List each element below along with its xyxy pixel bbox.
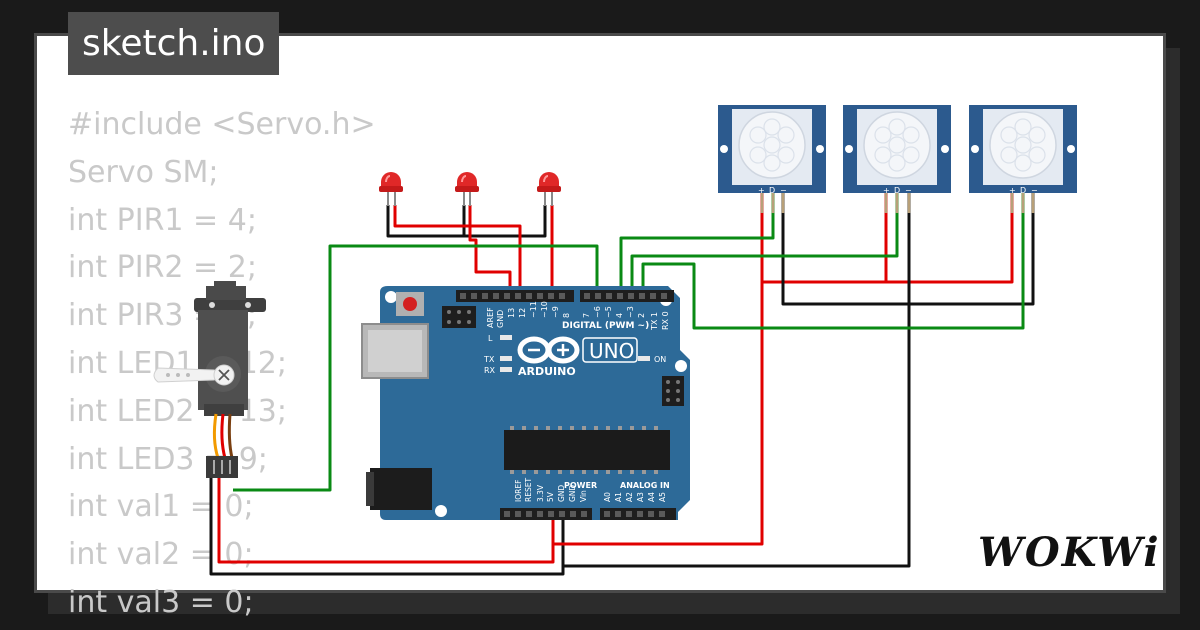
pin-label: 2 xyxy=(637,313,646,318)
uno-badge xyxy=(582,337,638,363)
pir-pin-label: + xyxy=(883,186,890,195)
tx-label: TX xyxy=(483,355,495,364)
pin-label: AREF xyxy=(486,307,495,328)
pir-pin-label: + xyxy=(1009,186,1016,195)
pin-label: 12 xyxy=(518,308,527,318)
l-label: L xyxy=(488,334,493,343)
pir-pin-label: − xyxy=(1031,186,1038,195)
servo-motor[interactable] xyxy=(153,281,266,478)
pin-label: ~5 xyxy=(604,306,613,318)
pir-pin-label: − xyxy=(905,186,912,195)
pin-label: A5 xyxy=(658,492,667,502)
wire-pir3-vcc xyxy=(886,190,1014,284)
code-line: #include <Servo.h> xyxy=(68,107,376,142)
wire-servo-vcc xyxy=(217,478,555,564)
wire-pir2-vcc xyxy=(762,190,888,284)
pin-label: ~10 xyxy=(540,301,549,318)
pin-label: 4 xyxy=(615,313,624,318)
red-led-2[interactable] xyxy=(455,172,479,206)
arduino-infinity-icon xyxy=(517,336,580,364)
pin-label: IOREF xyxy=(514,480,523,502)
code-line: Servo SM; xyxy=(68,154,219,190)
pin-label: 7 xyxy=(582,313,591,318)
servo-shaft-icon xyxy=(218,369,230,381)
pin-label: A0 xyxy=(603,492,612,502)
rx-led xyxy=(500,367,512,372)
pin-label: ~11 xyxy=(529,301,538,318)
pin-label: 8 xyxy=(562,313,571,318)
atmega-chip xyxy=(504,430,670,470)
digital-header-right xyxy=(580,290,674,302)
pir-pin-label: D xyxy=(769,186,775,195)
red-led-3[interactable] xyxy=(537,172,561,206)
wire-pir2-signal xyxy=(630,190,899,296)
arduino-label: ARDUINO xyxy=(518,365,576,378)
digital-header-label: DIGITAL (PWM ~) xyxy=(562,321,649,331)
wire-led-gnd xyxy=(386,205,547,238)
reset-button xyxy=(403,297,417,311)
pin-label: RX 0 xyxy=(661,311,670,330)
analog-header-label: ANALOG IN xyxy=(620,481,670,490)
code-line: int LED3 = 9; xyxy=(68,441,268,477)
wire-pir1-gnd xyxy=(781,190,909,306)
power-header xyxy=(500,508,592,520)
wire-led2 xyxy=(468,205,512,296)
pin-label: RESET xyxy=(524,478,533,502)
pin-label: 13 xyxy=(507,308,516,318)
wire-pir2-gnd xyxy=(563,190,911,568)
pin-label: A1 xyxy=(614,492,623,502)
pir-pin-label: + xyxy=(758,186,765,195)
pin-label: ~6 xyxy=(593,306,602,318)
power-jack xyxy=(370,468,432,510)
power-header-label: POWER xyxy=(564,481,597,490)
wire-pir3-signal xyxy=(641,190,1025,330)
icsp-header-top xyxy=(442,306,476,328)
file-name-tab[interactable]: sketch.ino xyxy=(68,12,280,75)
pin-label: 3.3V xyxy=(536,484,545,502)
wire-servo-signal xyxy=(233,244,599,492)
pin-label: GND xyxy=(568,485,577,502)
pir-sensor-3[interactable]: + D − xyxy=(969,105,1077,213)
wire-pir3-gnd xyxy=(909,190,1035,306)
pin-label: GND xyxy=(496,310,505,328)
uno-label: UNO xyxy=(589,339,634,363)
code-line: int PIR2 = 2; xyxy=(68,250,257,286)
pin-label: A3 xyxy=(636,492,645,502)
icsp-header-right xyxy=(662,376,684,406)
on-led xyxy=(638,356,650,361)
wire-led1 xyxy=(393,205,522,296)
wire-pir1-signal xyxy=(619,190,775,296)
pin-label: A4 xyxy=(647,492,656,502)
pin-label: A2 xyxy=(625,492,634,502)
pin-label: ~3 xyxy=(626,306,635,318)
pin-label: GND xyxy=(557,485,566,502)
rx-label: RX xyxy=(484,366,496,375)
pin-label: Vin xyxy=(579,490,588,502)
wire-pir1-vcc xyxy=(553,190,764,546)
pir-pin-label: D xyxy=(1020,186,1026,195)
pir-sensor-1[interactable]: + D − xyxy=(718,105,826,213)
pin-label: ~9 xyxy=(551,306,560,318)
pir-pin-label: D xyxy=(894,186,900,195)
red-led-1[interactable] xyxy=(379,172,403,206)
arduino-uno-board[interactable]: AREF GND 13 12 ~11 ~10 ~9 8 7 ~6 ~5 4 ~3… xyxy=(361,286,690,520)
pin-label: TX 1 xyxy=(650,312,659,331)
wokwi-logo: WOKWi xyxy=(978,529,1161,576)
code-line: int PIR1 = 4; xyxy=(68,202,257,238)
on-label: ON xyxy=(654,355,666,364)
tx-led xyxy=(500,356,512,361)
wires xyxy=(209,190,1035,576)
pir-sensor-2[interactable]: + D − xyxy=(843,105,951,213)
pir-pin-label: − xyxy=(780,186,787,195)
l-led xyxy=(500,335,512,340)
code-line: int val1 = 0; xyxy=(68,489,254,525)
code-line: int val3 = 0; xyxy=(68,584,254,620)
pin-label: 5V xyxy=(546,491,555,502)
